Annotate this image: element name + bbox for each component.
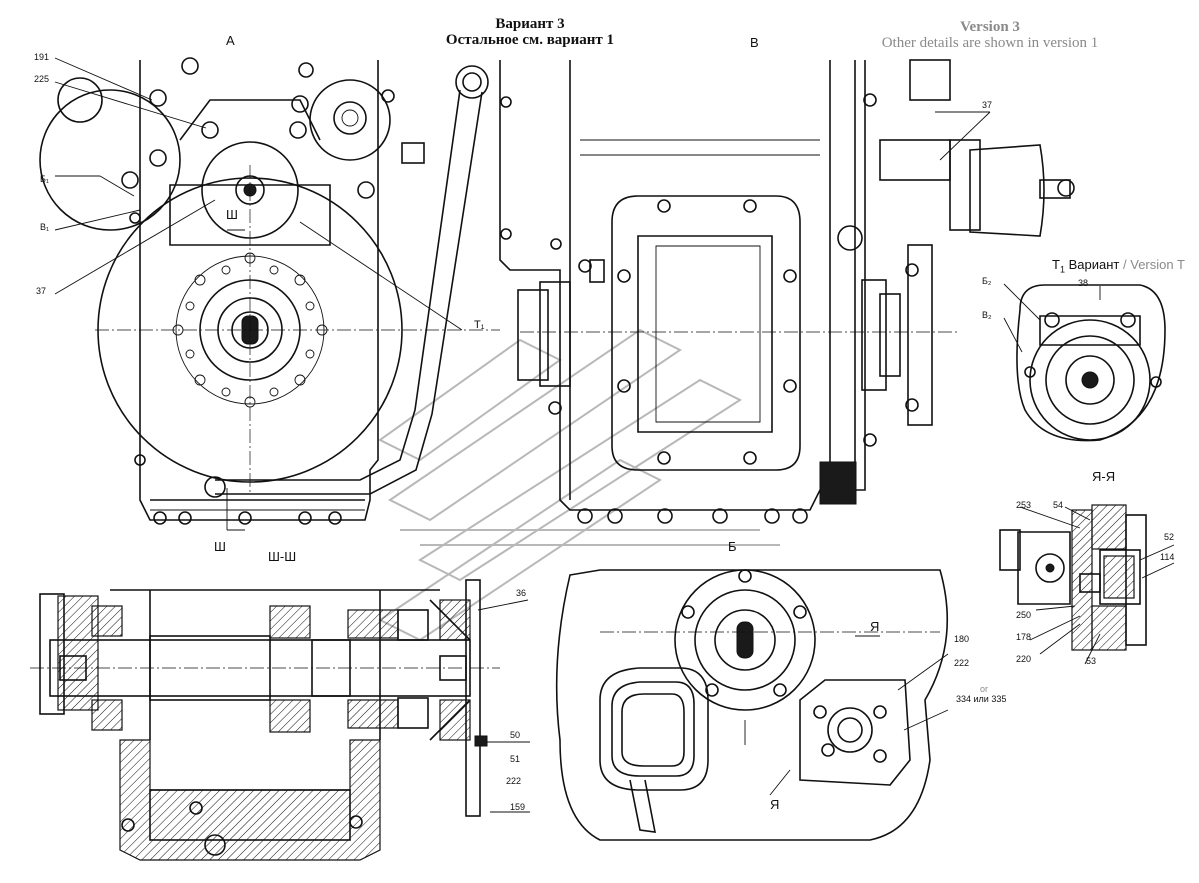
variant-sub: 1 [1059,264,1065,275]
variant-t1-title: T1 Вариант / Version T [1052,258,1185,277]
label-54: 54 [1053,500,1064,510]
title-ru-line2: Остальное см. вариант 1 [445,32,615,48]
label-114: 114 [1160,552,1175,562]
view-label-b: Б [728,539,737,554]
label-180: 180 [954,634,970,644]
label-50: 50 [510,730,521,740]
view-label-a: А [226,33,235,48]
label-v2: В₂ [982,310,992,320]
view-a-drawing [39,57,500,531]
label-220: 220 [1016,654,1032,664]
label-159: 159 [510,802,526,812]
label-53: 53 [1086,656,1097,666]
label-52: 52 [1164,532,1175,542]
variant-separator: / [1122,257,1127,272]
cut-mark-sh-bottom: Ш [214,539,226,554]
label-191: 191 [34,52,50,62]
title-en-line2: Other details are shown in version 1 [881,35,1099,51]
view-b-bottom-drawing [555,569,949,841]
view-label-ya-ya: Я-Я [1092,469,1116,484]
label-b1: Б₁ [40,174,49,184]
label-37-right: 37 [982,100,993,110]
variant-en: Version [1130,257,1174,272]
label-v1: В₁ [40,222,50,232]
label-250: 250 [1016,610,1032,620]
label-36: 36 [516,588,527,598]
label-37-left: 37 [36,286,47,296]
variant-trail: T [1177,257,1185,272]
label-b2: Б₂ [982,276,992,286]
title-ru: Вариант 3 Остальное см. вариант 1 [410,16,650,48]
variant-symbol: T [1052,257,1060,272]
cut-mark-ya-top: Я [870,619,880,634]
section-ya-ya-drawing [999,504,1175,665]
label-222-right: 222 [954,658,970,668]
view-t1-drawing [1003,283,1166,442]
view-label-sh-sh: Ш-Ш [268,549,297,564]
label-253: 253 [1016,500,1032,510]
label-38: 38 [1078,278,1089,288]
view-label-v: В [750,35,759,50]
label-222-left: 222 [506,776,522,786]
view-b-drawing [499,59,1075,524]
variant-ru: Вариант [1068,257,1120,272]
title-en-line1: Version 3 [960,19,1020,35]
label-225: 225 [34,74,50,84]
label-178: 178 [1016,632,1032,642]
label-t1: T₁ [474,319,485,331]
cut-mark-sh-top: Ш [226,207,238,222]
label-or: or [980,684,989,694]
watermark [378,328,780,642]
title-en: Version 3 Other details are shown in ver… [850,19,1130,51]
label-51: 51 [510,754,521,764]
title-ru-line1: Вариант 3 [495,16,565,32]
section-sh-sh-drawing [30,579,530,861]
label-334-335: 334 или 335 [956,694,1007,704]
cut-mark-ya-bottom: Я [770,797,780,812]
